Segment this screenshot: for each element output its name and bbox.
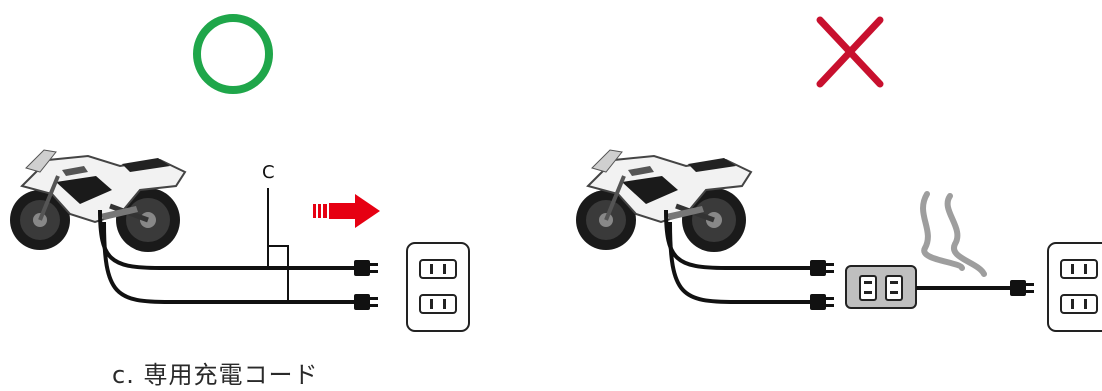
wall-outlet-icon (1048, 243, 1102, 331)
cable-label-leader (268, 188, 288, 300)
plug-icon (810, 260, 834, 276)
power-strip-icon (846, 266, 916, 308)
plug-icon (1010, 280, 1034, 296)
cross-ng-icon (820, 20, 880, 84)
motorcycle-image (10, 150, 185, 252)
arrow-right-icon (313, 194, 380, 228)
plug-icon (810, 294, 834, 310)
heat-wave-icon (923, 194, 984, 274)
wall-outlet-icon (407, 243, 469, 331)
motorcycle-image (576, 150, 751, 252)
plug-icon (354, 260, 378, 276)
plug-icon (354, 294, 378, 310)
circle-ok-icon (197, 18, 269, 90)
cable-caption: c. 専用充電コード (112, 355, 318, 390)
cable-label-c: C (262, 162, 275, 183)
